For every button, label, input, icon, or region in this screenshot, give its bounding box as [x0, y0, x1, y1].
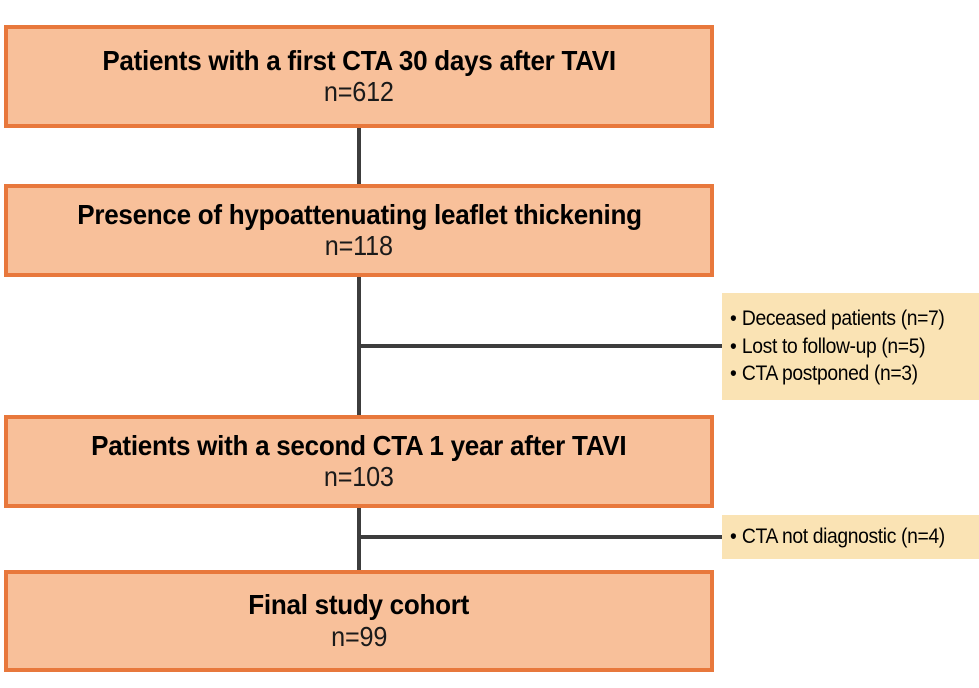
- exclusion-box-after-second-cta: • CTA not diagnostic (n=4): [722, 515, 979, 559]
- exclusion-item-label: Lost to follow-up (n=5): [741, 334, 926, 358]
- bullet-icon: •: [730, 306, 737, 330]
- flow-node-halt: Presence of hypoattenuating leaflet thic…: [4, 184, 714, 277]
- connector-line-horizontal: [357, 344, 723, 348]
- exclusion-list-item: • Deceased patients (n=7): [730, 305, 959, 333]
- exclusion-list-item: • CTA postponed (n=3): [730, 360, 959, 388]
- flow-node-title: Patients with a second CTA 1 year after …: [91, 429, 627, 461]
- exclusion-item-label: CTA not diagnostic (n=4): [741, 525, 945, 549]
- flow-node-count: n=118: [324, 230, 394, 262]
- connector-line-vertical: [357, 508, 361, 570]
- flow-node-first-cta: Patients with a first CTA 30 days after …: [4, 25, 714, 128]
- exclusion-list-item: • CTA not diagnostic (n=4): [730, 523, 959, 551]
- flow-node-final-cohort: Final study cohort n=99: [4, 570, 714, 672]
- exclusion-item-label: CTA postponed (n=3): [741, 362, 918, 386]
- bullet-icon: •: [730, 525, 737, 549]
- connector-line-horizontal: [357, 535, 723, 539]
- flow-node-second-cta: Patients with a second CTA 1 year after …: [4, 415, 714, 508]
- flow-node-title: Patients with a first CTA 30 days after …: [102, 44, 616, 76]
- flow-node-count: n=103: [324, 461, 394, 493]
- connector-line-vertical: [357, 128, 361, 184]
- exclusion-box-after-halt: • Deceased patients (n=7) • Lost to foll…: [722, 293, 979, 400]
- flow-node-count: n=99: [330, 620, 388, 652]
- flow-node-count: n=612: [324, 76, 394, 108]
- exclusion-list-item: • Lost to follow-up (n=5): [730, 333, 959, 361]
- flow-node-title: Final study cohort: [248, 589, 470, 621]
- bullet-icon: •: [730, 334, 737, 358]
- bullet-icon: •: [730, 362, 737, 386]
- exclusion-item-label: Deceased patients (n=7): [741, 306, 945, 330]
- flow-node-title: Presence of hypoattenuating leaflet thic…: [76, 198, 642, 230]
